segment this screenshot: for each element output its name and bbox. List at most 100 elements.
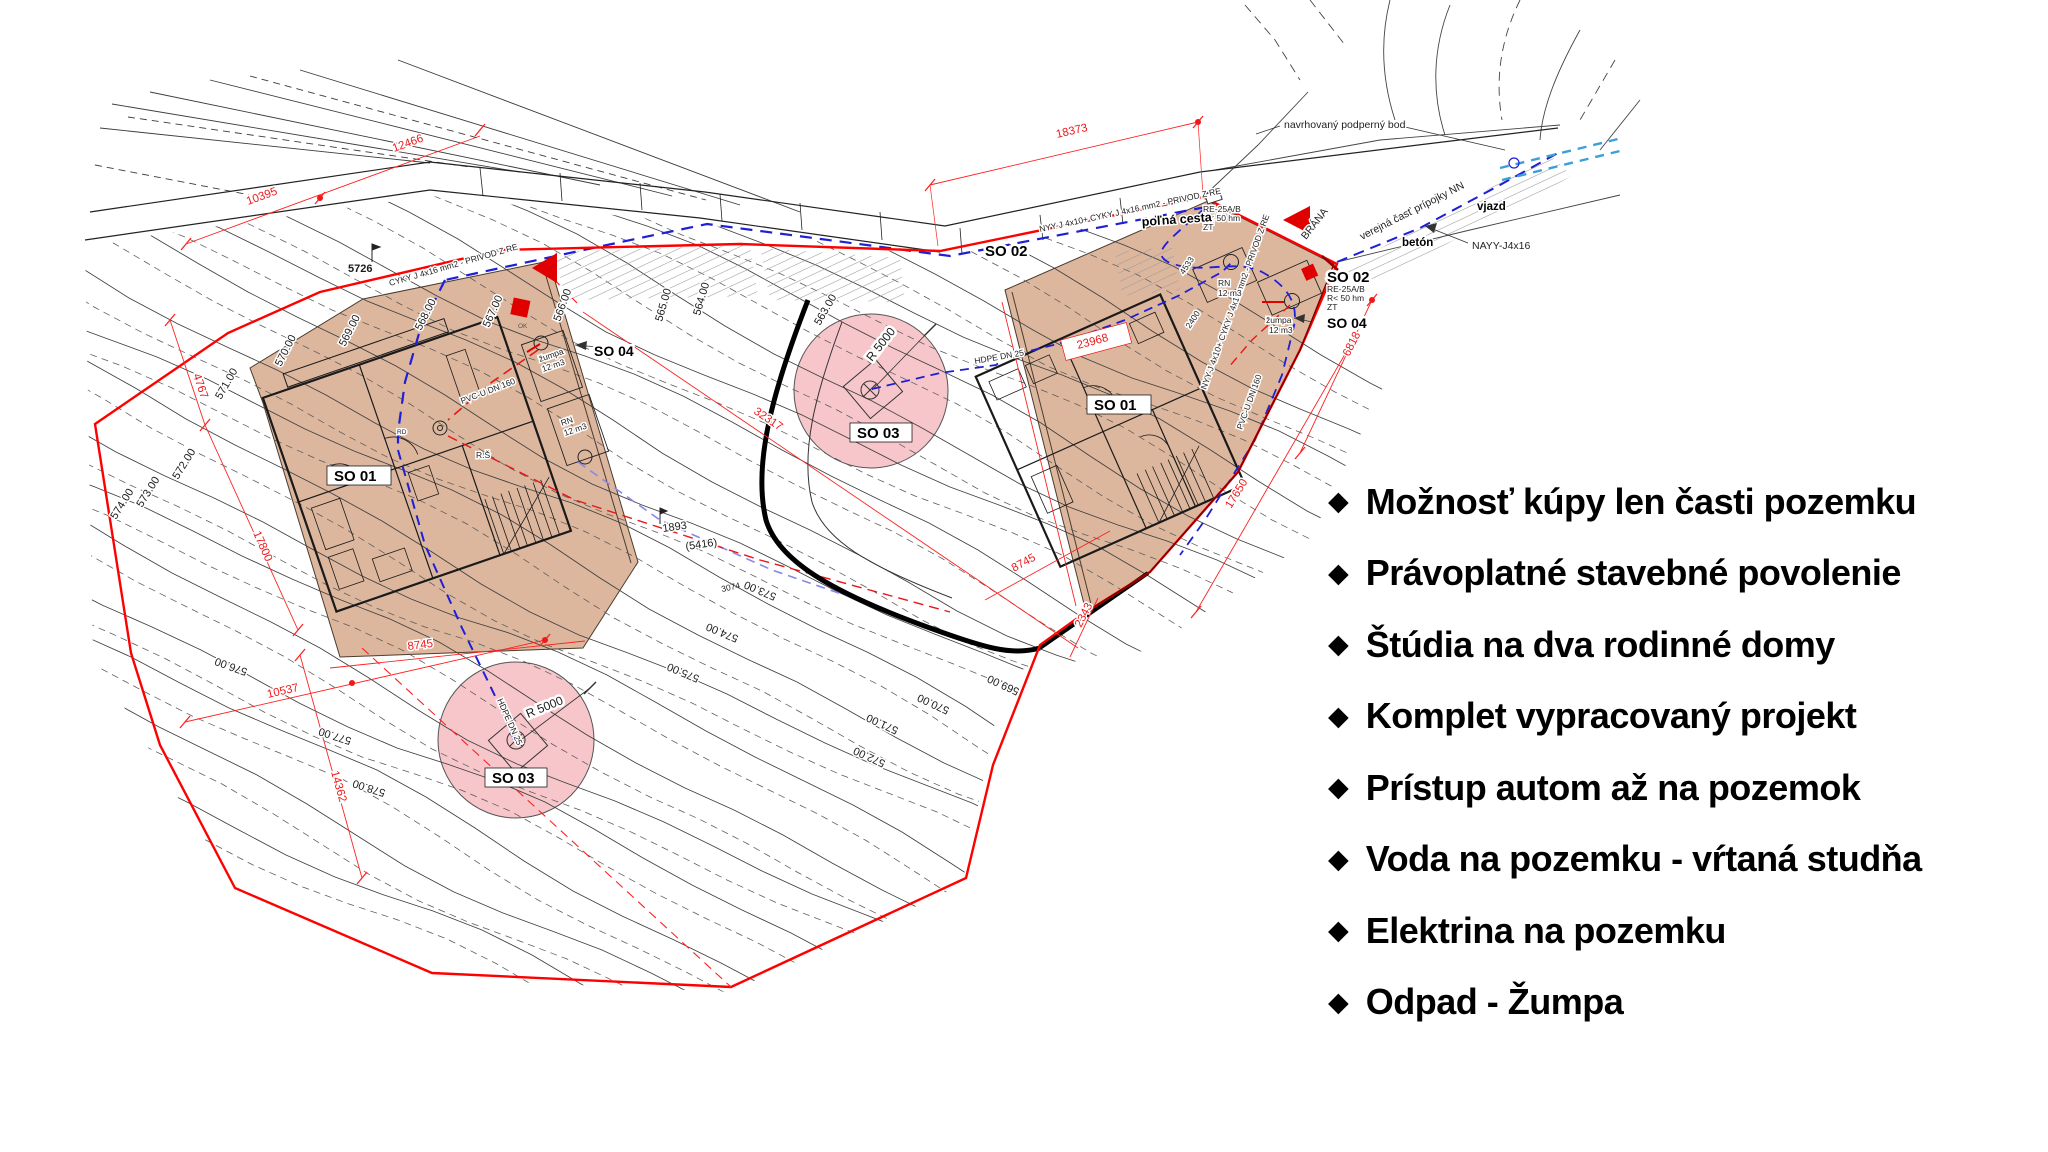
dimension-dots (317, 119, 1375, 686)
object-label-so03: SO 03 (857, 425, 900, 442)
electric-line-right-house (1160, 206, 1296, 556)
dim-label: 10537 (266, 682, 300, 701)
feature-text: Komplet vypracovaný projekt (1365, 695, 1857, 737)
contour-line (85, 265, 1283, 992)
dim-label: 17800 (250, 529, 274, 563)
marker-label-ok: OK (518, 323, 528, 330)
pole-symbol (1508, 157, 1520, 169)
cable-label: NAYY-J4x16 (1472, 240, 1531, 252)
feature-item: ◆ Možnosť kúpy len časti pozemku (1328, 466, 2028, 538)
utility-lines (396, 136, 1625, 741)
sewer-line-right (1227, 304, 1291, 369)
contour-line (148, 196, 1420, 992)
re-label: ZT (1203, 222, 1213, 232)
feature-list: ◆ Možnosť kúpy len časti pozemku ◆ Právo… (1328, 466, 2028, 1038)
re-label: R< 50 hm (1203, 213, 1240, 223)
tank-label: RN (1218, 278, 1230, 288)
dim-label: 18373 (1055, 122, 1089, 141)
water-line-lower (397, 449, 515, 741)
dim-label: 4767 (190, 372, 210, 400)
object-label-so04: SO 04 (594, 343, 634, 359)
electric-line-left-house (396, 279, 446, 450)
well-mid (842, 323, 937, 420)
electric-line-public (1336, 152, 1559, 263)
point-label: 1893 (662, 520, 688, 535)
note-label: betón (1402, 237, 1433, 249)
red-triangle-marker-left (532, 253, 557, 283)
survey-flag-5726 (371, 243, 382, 262)
arrowhead-nayy (1425, 223, 1437, 233)
contour-line (85, 264, 1213, 992)
contour-label: 573.00 (134, 475, 162, 510)
right-house-floorplan (974, 293, 1247, 569)
contour-line (85, 273, 1178, 992)
survey-flag-1893 (659, 507, 669, 524)
arrowhead-zumpa-right (1294, 314, 1305, 323)
feature-text: Možnosť kúpy len časti pozemku (1365, 480, 1917, 522)
house-label-rd: RD (397, 429, 407, 436)
contour-line (85, 196, 1420, 992)
dimension-lines (164, 115, 1378, 885)
stream-line-a (1499, 136, 1623, 170)
dimension-ticks (164, 115, 1378, 885)
gate-symbol (1321, 255, 1339, 271)
re-cabinet-symbol (1204, 189, 1223, 205)
re-label: R< 50 hm (1327, 293, 1364, 303)
parcel-lines-top-left (94, 59, 801, 213)
contour-line (85, 238, 1353, 992)
septic-tank-left (520, 329, 610, 467)
feature-item: ◆ Štúdia na dva rodinné domy (1328, 609, 2028, 681)
contour-label: 575.00 (666, 660, 702, 684)
contour-label: 572.00 (170, 447, 198, 482)
re-label: RE-25A/B (1203, 204, 1241, 214)
feature-text: Prístup autom až na pozemok (1365, 766, 1861, 808)
contour-label: 577.00 (317, 725, 353, 747)
diamond-bullet-icon: ◆ (1328, 486, 1349, 517)
tank-label: 12 m3 (1269, 325, 1293, 335)
left-house-stairs (484, 476, 560, 555)
diamond-bullet-icon: ◆ (1328, 557, 1349, 588)
point-label: 5726 (348, 263, 372, 275)
re-label: RE-25A/B (1327, 284, 1365, 294)
manhole-label: R.Š (476, 450, 491, 460)
sewer-line-left (447, 349, 539, 421)
object-label-so04: SO 04 (1327, 315, 1367, 331)
diamond-bullet-icon: ◆ (1328, 700, 1349, 731)
re-label: ZT (1327, 302, 1337, 312)
contour-line (85, 196, 1420, 992)
feature-item: ◆ Právoplatné stavebné povolenie (1328, 538, 2028, 610)
contour-label: 576.00 (213, 655, 249, 678)
left-house-floorplan (261, 315, 573, 613)
feature-text: Elektrina na pozemku (1365, 909, 1727, 951)
contour-line (85, 247, 1318, 992)
contour-line (113, 196, 1420, 992)
feature-text: Voda na pozemku - vŕtaná studňa (1365, 838, 1922, 880)
dim-label: 2343 (1073, 601, 1095, 629)
diamond-bullet-icon: ◆ (1328, 629, 1349, 660)
note-label: poľná cesta (1141, 210, 1213, 229)
contour-line (393, 196, 1420, 919)
sewer-line-main (447, 435, 951, 613)
dim-label: 14362 (328, 770, 348, 804)
feature-text: Odpad - Žumpa (1365, 981, 1624, 1023)
dim-label: 12466 (391, 133, 425, 155)
arrowhead-so04-left (575, 341, 587, 350)
diamond-bullet-icon: ◆ (1328, 772, 1349, 803)
contour-label: 578.00 (351, 777, 387, 799)
diamond-bullet-icon: ◆ (1328, 986, 1349, 1017)
object-label-so01: SO 01 (1094, 397, 1137, 414)
contour-label: 571.00 (865, 711, 901, 736)
contour-line (85, 196, 1420, 992)
dim-label: 8745 (1010, 552, 1038, 575)
dim-label: 8745 (407, 638, 434, 653)
object-label-so01: SO 01 (334, 468, 377, 485)
contour-line (323, 196, 1420, 954)
feature-text: Štúdia na dva rodinné domy (1365, 623, 1836, 665)
contour-line (85, 196, 1420, 992)
contour-line (85, 274, 1248, 992)
red-square-marker-right (1301, 263, 1319, 281)
feature-item: ◆ Odpad - Žumpa (1328, 967, 2028, 1039)
red-triangle-marker-right (1283, 206, 1310, 234)
